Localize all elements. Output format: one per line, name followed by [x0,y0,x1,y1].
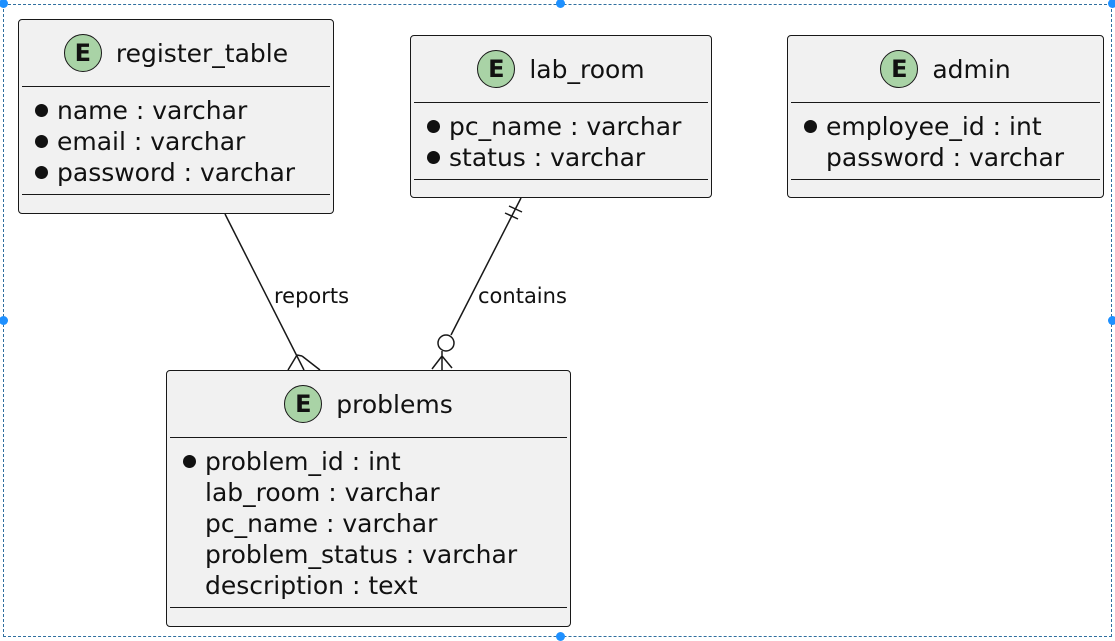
attribute-text: name : varchar [57,96,248,125]
optional-spacer [179,545,199,565]
optional-spacer [800,148,820,168]
attribute-row: lab_room : varchar [179,477,560,508]
entity-badge-icon: E [880,50,919,88]
relationship-label-reports: reports [274,284,349,308]
attribute-list: name : varchar email : varchar password … [19,87,333,194]
optional-spacer [179,514,199,534]
entity-problems[interactable]: E problems problem_id : int lab_room : v… [166,370,571,627]
exactly-one-bar-icon [508,205,523,213]
divider [414,102,708,103]
entity-badge-icon: E [63,34,102,72]
optional-spacer [179,483,199,503]
attribute-text: problem_id : int [205,447,401,476]
entity-register-table[interactable]: E register_table name : varchar email : … [18,19,334,214]
entity-badge-icon: E [477,50,516,88]
divider [170,437,567,438]
attribute-row: description : text [179,570,560,601]
relationship-reports[interactable]: reports [224,213,349,371]
attribute-row: problem_status : varchar [179,539,560,570]
attribute-row: pc_name : varchar [179,508,560,539]
attribute-row: employee_id : int [800,111,1093,142]
attribute-row: problem_id : int [179,446,560,477]
attribute-list: problem_id : int lab_room : varchar pc_n… [167,438,570,607]
entity-header: E problems [167,371,570,437]
attribute-text: problem_status : varchar [205,540,518,569]
entity-header: E lab_room [411,36,711,102]
mandatory-dot-icon [179,452,199,472]
attribute-text: email : varchar [57,127,246,156]
entity-admin[interactable]: E admin employee_id : int password : var… [787,35,1104,198]
crowfoot-many-icon [287,354,321,371]
attribute-text: pc_name : varchar [449,112,682,141]
crowfoot-many-icon [431,351,453,370]
divider [22,86,330,87]
entity-title: admin [932,54,1011,84]
attribute-row: status : varchar [423,142,701,173]
attribute-text: password : varchar [57,158,296,187]
resize-handle-left[interactable] [0,316,8,325]
attribute-text: status : varchar [449,143,646,172]
resize-handle-top-left[interactable] [0,0,8,8]
attribute-text: pc_name : varchar [205,509,438,538]
mandatory-dot-icon [423,117,443,137]
entity-badge-icon: E [284,385,323,423]
entity-header: E register_table [19,20,333,86]
attribute-row: password : varchar [31,157,323,188]
entity-header: E admin [788,36,1103,102]
entity-lab-room[interactable]: E lab_room pc_name : varchar status : va… [410,35,712,198]
resize-handle-right[interactable] [1108,316,1115,325]
entity-title: problems [336,389,453,419]
attribute-text: description : text [205,571,418,600]
mandatory-dot-icon [31,132,51,152]
entity-title: register_table [115,38,289,68]
attribute-text: lab_room : varchar [205,478,440,507]
divider [170,607,567,608]
attribute-row: pc_name : varchar [423,111,701,142]
optional-spacer [179,576,199,596]
attribute-list: pc_name : varchar status : varchar [411,103,711,179]
divider [791,102,1100,103]
mandatory-dot-icon [31,163,51,183]
divider [414,179,708,180]
relationship-contains[interactable]: contains [431,197,567,370]
mandatory-dot-icon [423,148,443,168]
attribute-row: name : varchar [31,95,323,126]
attribute-row: password : varchar [800,142,1093,173]
exactly-one-bar-icon [504,212,519,220]
entity-title: lab_room [529,54,645,84]
divider [791,179,1100,180]
mandatory-dot-icon [800,117,820,137]
resize-handle-top[interactable] [556,0,565,8]
resize-handle-bottom[interactable] [556,632,565,641]
attribute-list: employee_id : int password : varchar [788,103,1103,179]
zero-optional-circle-icon [437,334,455,352]
attribute-text: employee_id : int [826,112,1042,141]
attribute-row: email : varchar [31,126,323,157]
resize-handle-top-right[interactable] [1108,0,1115,8]
relationship-label-contains: contains [478,284,567,308]
attribute-text: password : varchar [826,143,1065,172]
mandatory-dot-icon [31,101,51,121]
divider [22,194,330,195]
